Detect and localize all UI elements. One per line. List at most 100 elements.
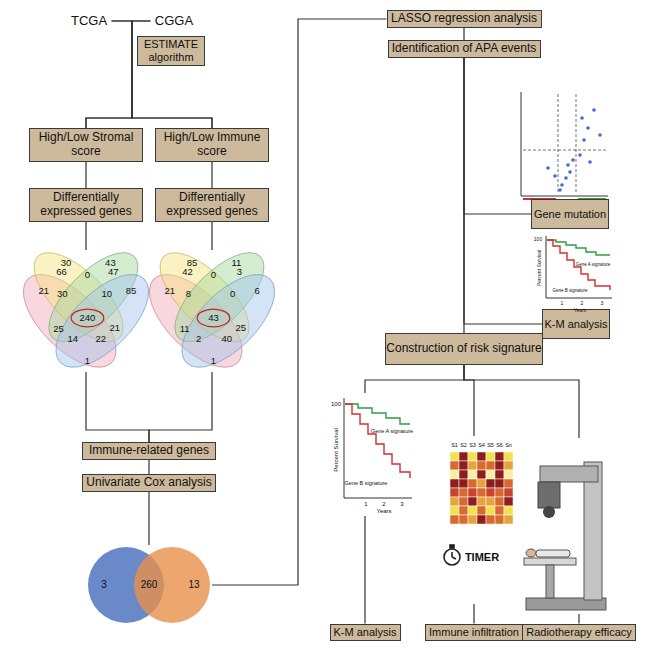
venn-count: 25 bbox=[236, 324, 247, 334]
process-box: LASSO regression analysis bbox=[387, 10, 542, 28]
venn-count: 47 bbox=[108, 267, 119, 277]
venn-count: 1 bbox=[85, 356, 90, 366]
heatmap-cell bbox=[450, 506, 459, 515]
heatmap-cell bbox=[495, 452, 504, 461]
result-box: K-M analysis bbox=[542, 309, 610, 339]
connector bbox=[464, 58, 542, 324]
heatmap-cell bbox=[495, 470, 504, 479]
heatmap-cell bbox=[468, 506, 477, 515]
venn-count: 43 bbox=[208, 313, 219, 323]
heatmap-cell bbox=[450, 470, 459, 479]
heatmap-cell bbox=[486, 515, 495, 524]
heatmap-cell bbox=[486, 506, 495, 515]
node-text: Immune infiltration bbox=[429, 626, 519, 639]
heatmap-cell bbox=[495, 506, 504, 515]
node-text: Radiotherapy efficacy bbox=[526, 626, 632, 639]
tick-label: 3 bbox=[601, 301, 604, 306]
venn-count: 66 bbox=[56, 267, 67, 277]
sample-label: S1 bbox=[451, 443, 458, 449]
heatmap-cell bbox=[450, 479, 459, 488]
sample-label: S6 bbox=[496, 443, 503, 449]
process-box: Construction of risk signature bbox=[385, 333, 543, 365]
node-text: High/Low Immune score bbox=[156, 131, 268, 159]
group-box: High/Low Immune score bbox=[155, 128, 269, 162]
heatmap-cell bbox=[495, 497, 504, 506]
venn-count: 260 bbox=[141, 580, 158, 590]
connector bbox=[211, 162, 212, 188]
venn-count: 14 bbox=[67, 334, 78, 344]
heatmap-cell bbox=[468, 479, 477, 488]
heatmap-cell bbox=[477, 470, 486, 479]
volcano-plot bbox=[521, 92, 608, 199]
venn-count: 0 bbox=[230, 289, 235, 299]
connector bbox=[148, 460, 149, 474]
connector bbox=[86, 21, 132, 128]
heatmap-cell bbox=[459, 461, 468, 470]
heatmap-cell bbox=[504, 506, 513, 515]
heatmap-cell bbox=[477, 506, 486, 515]
node-text: CGGA bbox=[155, 14, 193, 29]
heatmap-cell bbox=[468, 497, 477, 506]
venn-count: 85 bbox=[126, 287, 137, 297]
venn-count: 40 bbox=[222, 334, 233, 344]
plot-legend: Gene B signature bbox=[345, 481, 388, 487]
heatmap-cell bbox=[477, 497, 486, 506]
node-text: LASSO regression analysis bbox=[391, 12, 537, 26]
venn-count: 11 bbox=[180, 324, 190, 334]
heatmap-cell bbox=[468, 452, 477, 461]
venn-count: 3 bbox=[101, 580, 107, 590]
sample-label: S4 bbox=[478, 443, 485, 449]
venn-diagram bbox=[8, 239, 164, 383]
heatmap-cell bbox=[450, 452, 459, 461]
venn-count: 42 bbox=[182, 267, 193, 277]
result-box: Immune infiltration bbox=[425, 624, 523, 641]
venn-count: 8 bbox=[186, 289, 191, 299]
node-text: Differentially expressed genes bbox=[30, 191, 142, 219]
venn-diagram bbox=[88, 547, 210, 623]
connector bbox=[86, 222, 149, 442]
venn-count: 3 bbox=[237, 267, 242, 277]
sample-label: S2 bbox=[460, 443, 467, 449]
heatmap-cell bbox=[495, 515, 504, 524]
connector bbox=[463, 58, 464, 333]
heatmap-cell bbox=[468, 470, 477, 479]
node-text: High/Low Stromal score bbox=[30, 131, 142, 159]
axis-label: Years bbox=[376, 508, 391, 514]
venn-count: 240 bbox=[80, 313, 96, 323]
heatmap-cell bbox=[504, 488, 513, 497]
connector bbox=[464, 58, 531, 214]
heatmap-cell bbox=[495, 461, 504, 470]
sample-label: S5 bbox=[487, 443, 494, 449]
connector bbox=[463, 28, 464, 40]
heatmap-cell bbox=[504, 452, 513, 461]
connector bbox=[464, 365, 579, 624]
heatmap-cell bbox=[486, 452, 495, 461]
tick-label: 100 bbox=[331, 401, 341, 407]
process-box: Univariate Cox analysis bbox=[82, 474, 216, 492]
process-box: Immune-related genes bbox=[82, 442, 216, 460]
heatmap-cell bbox=[477, 488, 486, 497]
sample-label: S3 bbox=[469, 443, 476, 449]
radiotherapy-machine bbox=[524, 462, 606, 610]
tick-label: 2 bbox=[581, 301, 584, 306]
plot-legend: Gene A signature bbox=[371, 429, 413, 435]
venn-count: 25 bbox=[53, 324, 64, 334]
venn-count: 13 bbox=[188, 580, 199, 590]
heatmap-cell bbox=[459, 506, 468, 515]
node-text: ESTIMATE algorithm bbox=[138, 38, 204, 63]
heatmap-cell bbox=[459, 479, 468, 488]
heatmap-cell bbox=[504, 461, 513, 470]
result-box: Gene mutation bbox=[531, 199, 609, 229]
heatmap-cell bbox=[459, 497, 468, 506]
stopwatch-icon bbox=[444, 545, 460, 565]
heatmap-cell bbox=[486, 479, 495, 488]
plot-legend: Gene B signature bbox=[552, 289, 587, 294]
heatmap-cell bbox=[486, 497, 495, 506]
connector bbox=[112, 21, 213, 128]
connector bbox=[149, 19, 387, 585]
connector bbox=[85, 162, 86, 188]
km-plot bbox=[344, 398, 412, 498]
tick-label: 1 bbox=[364, 501, 367, 507]
heatmap-cell bbox=[459, 470, 468, 479]
